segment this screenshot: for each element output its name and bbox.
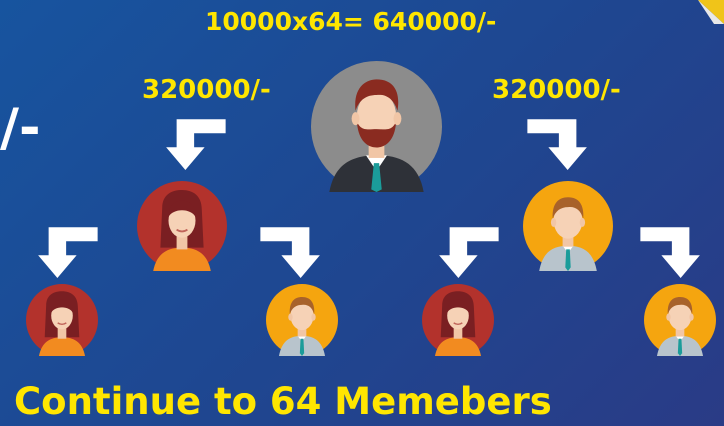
right-branch-amount: 320000/-	[492, 75, 621, 105]
arrow-down-right-icon	[527, 114, 589, 170]
level2-woman-avatar-icon	[422, 284, 494, 356]
level1-man-avatar-icon	[523, 181, 613, 271]
arrow-down-right-icon	[638, 222, 704, 278]
arrow-down-right-icon	[258, 222, 324, 278]
level2-man-avatar-icon	[266, 284, 338, 356]
arrow-down-left-icon	[435, 222, 501, 278]
level2-woman-avatar-icon	[26, 284, 98, 356]
level2-man-avatar-icon	[644, 284, 716, 356]
left-branch-amount: 320000/-	[142, 75, 271, 105]
total-amount-label: 10000x64= 640000/-	[205, 7, 497, 36]
root-man-bearded-avatar-icon	[311, 61, 442, 192]
arrow-down-left-icon	[164, 114, 226, 170]
level1-woman-avatar-icon	[137, 181, 227, 271]
footer-caption: Continue to 64 Memebers	[14, 380, 552, 423]
partial-offscreen-text: /-	[0, 98, 41, 158]
corner-fold-decoration	[698, 0, 724, 24]
arrow-down-left-icon	[34, 222, 100, 278]
